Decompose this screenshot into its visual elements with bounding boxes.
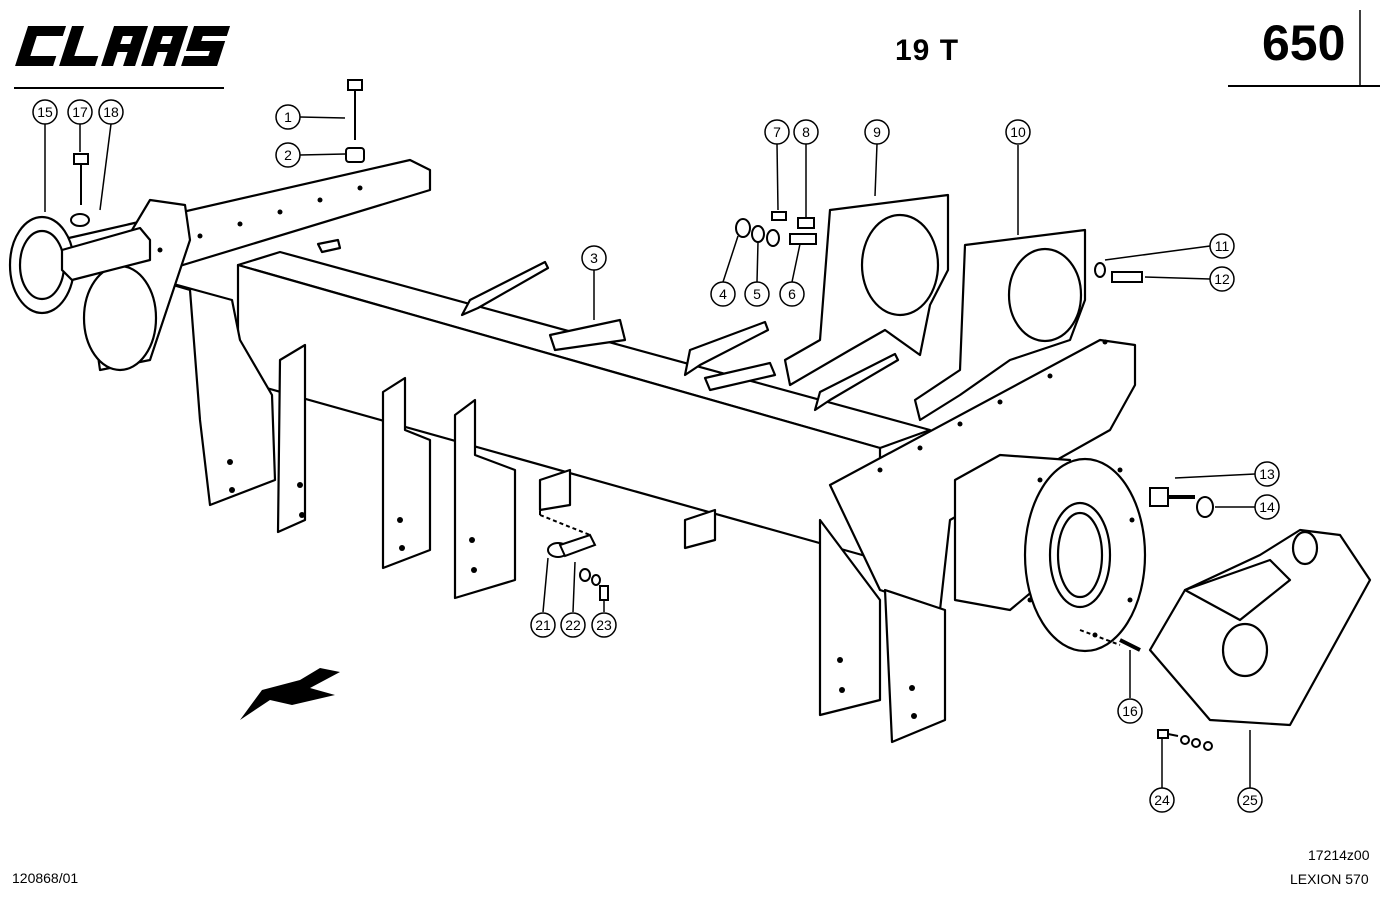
callout-label: 25: [1242, 792, 1258, 808]
axle-housing: [8, 158, 1372, 744]
callout-label: 16: [1122, 703, 1138, 719]
callout-label: 8: [802, 124, 810, 140]
callout-label: 10: [1010, 124, 1026, 140]
direction-arrow-icon: [240, 668, 340, 720]
callout-25: 25: [1237, 787, 1263, 813]
callout-12: 12: [1209, 266, 1235, 292]
callout-16: 16: [1117, 698, 1143, 724]
callout-label: 1: [284, 109, 292, 125]
callout-11: 11: [1209, 233, 1235, 259]
callout-9: 9: [864, 119, 890, 145]
callout-1: 1: [275, 104, 301, 130]
callout-label: 15: [37, 104, 53, 120]
callout-label: 13: [1259, 466, 1275, 482]
callout-label: 24: [1154, 792, 1170, 808]
callout-label: 9: [873, 124, 881, 140]
callout-label: 23: [596, 617, 612, 633]
callout-15: 15: [32, 99, 58, 125]
callout-14: 14: [1254, 494, 1280, 520]
callout-8: 8: [793, 119, 819, 145]
callout-23: 23: [591, 612, 617, 638]
callout-label: 4: [719, 286, 727, 302]
claas-logo: [15, 26, 231, 66]
callout-label: 21: [535, 617, 551, 633]
callout-label: 5: [753, 286, 761, 302]
callout-7: 7: [764, 119, 790, 145]
model-name: LEXION 570: [1290, 871, 1369, 887]
callout-label: 11: [1215, 238, 1230, 254]
drawing-code: 17214z00: [1308, 847, 1370, 863]
callout-3: 3: [581, 245, 607, 271]
page-number: 650: [1262, 15, 1346, 71]
page-subtitle: 19 T: [895, 34, 960, 67]
callout-10: 10: [1005, 119, 1031, 145]
callout-2: 2: [275, 142, 301, 168]
callout-label: 7: [773, 124, 781, 140]
callout-18: 18: [98, 99, 124, 125]
callout-6: 6: [779, 281, 805, 307]
callout-label: 3: [590, 250, 598, 266]
callout-4: 4: [710, 281, 736, 307]
callout-label: 18: [103, 104, 119, 120]
callout-17: 17: [67, 99, 93, 125]
callout-label: 17: [72, 104, 88, 120]
callout-label: 6: [788, 286, 796, 302]
callout-5: 5: [744, 281, 770, 307]
callout-22: 22: [560, 612, 586, 638]
callout-13: 13: [1254, 461, 1280, 487]
callout-24: 24: [1149, 787, 1175, 813]
callout-label: 14: [1259, 499, 1275, 515]
callout-label: 2: [284, 147, 292, 163]
document-number: 120868/01: [12, 870, 79, 886]
callout-21: 21: [530, 612, 556, 638]
callout-label: 12: [1214, 271, 1230, 287]
callout-label: 22: [565, 617, 581, 633]
